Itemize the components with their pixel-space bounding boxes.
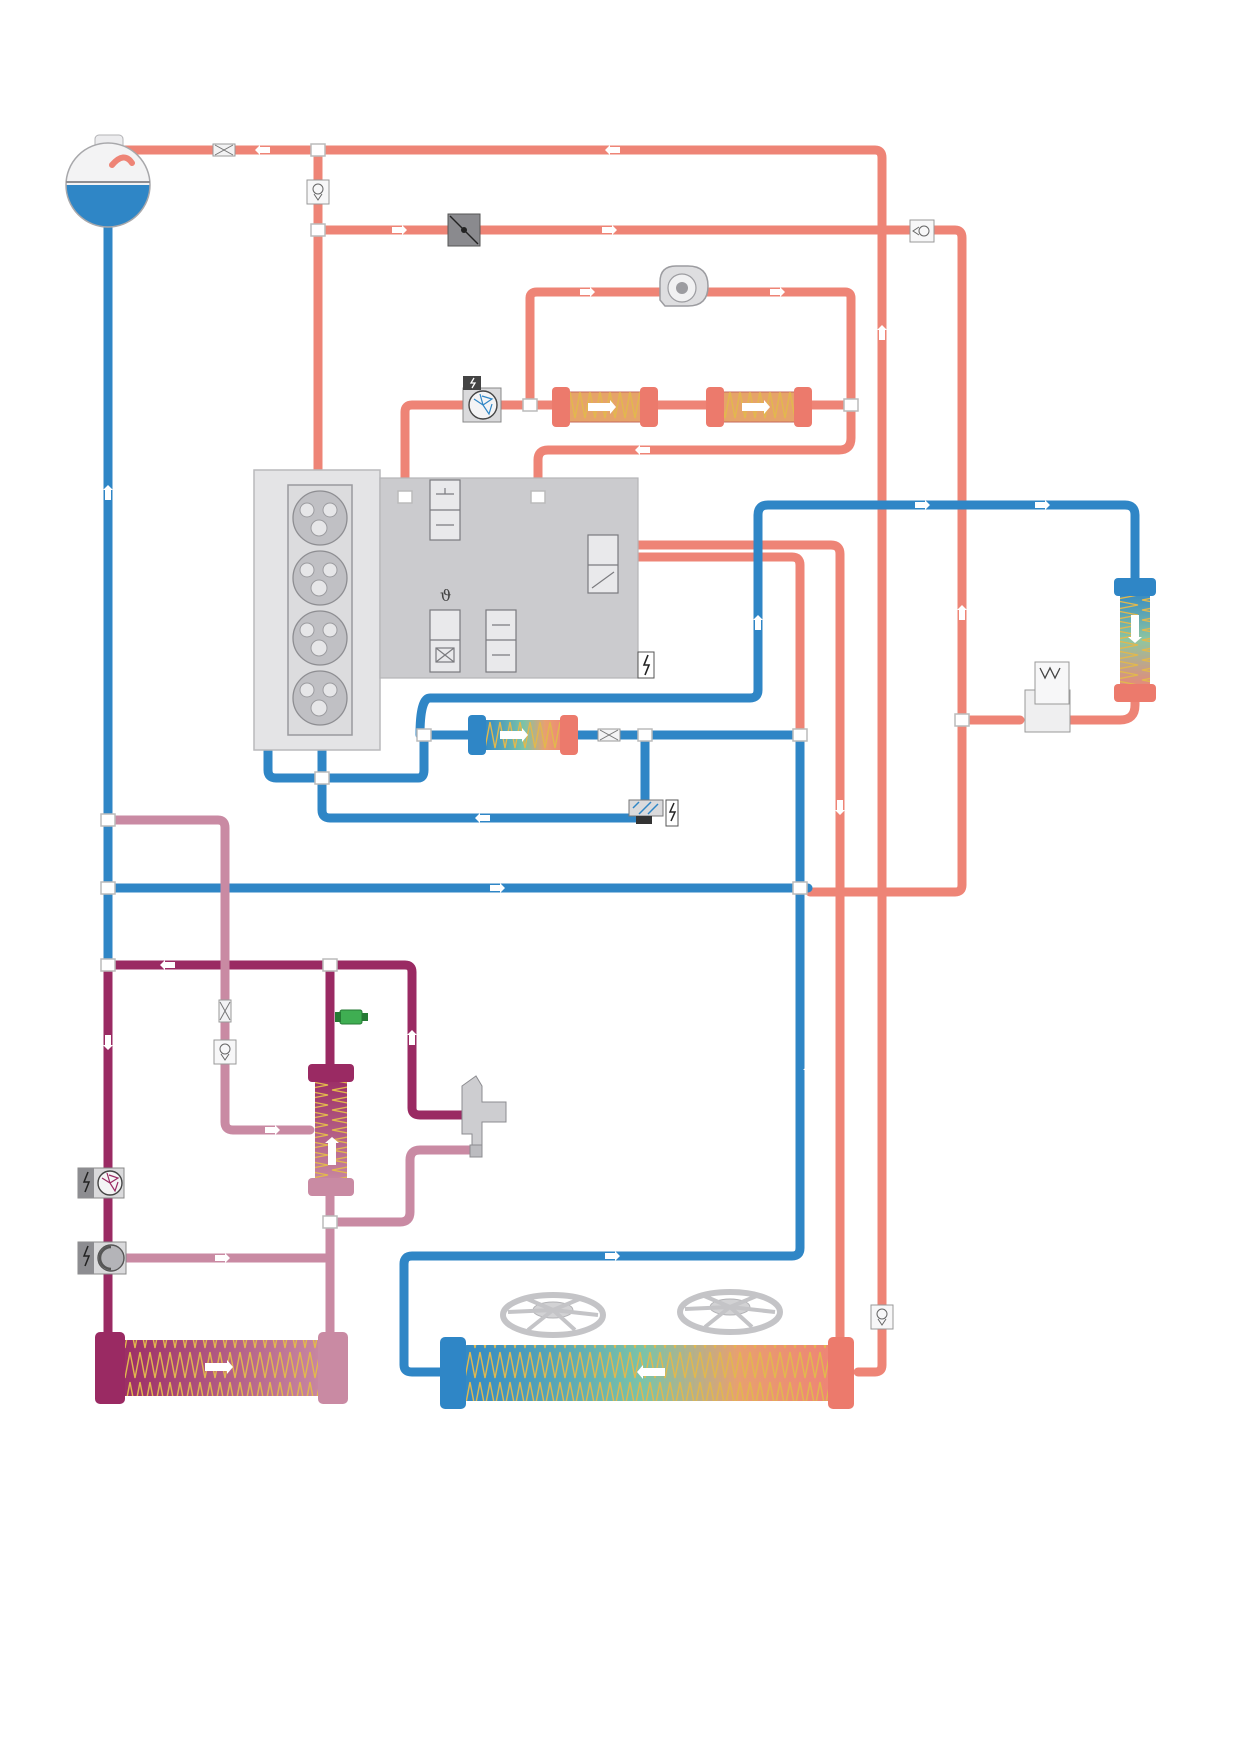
flow-arrow-icon [475,813,490,823]
flow-arrow-icon [490,883,505,893]
pipe-pink-top [103,815,315,1135]
flow-arrow-icon [753,615,763,630]
flow-arrow-icon [605,145,620,155]
flow-arrow-icon [635,445,650,455]
flow-arrow-icon [1035,500,1050,510]
heat-exchanger-icon [308,1064,354,1196]
cooling-fan-icon [677,1289,783,1335]
cooling-fan-icon [500,1292,606,1338]
heat-exchanger-icon [468,715,578,755]
electric-pump-icon [77,1167,125,1199]
pipe-heater-supply [415,500,1140,740]
pipe-engine-bottom-2 [317,745,645,823]
rotary-valve-icon [429,479,619,673]
flow-arrow-icon [407,1030,417,1045]
flow-arrow-icon [803,1065,813,1080]
flow-arrow-icon [392,225,407,235]
cold-coolant-pipes [103,195,1140,1377]
flow-arrow-icon [770,287,785,297]
radiator-icon [95,1332,348,1404]
hot-coolant-pipes [103,145,1140,1377]
heater-core-icon [1024,661,1071,733]
flow-arrow-icon [103,1035,113,1050]
thermostat-icon [461,1075,507,1158]
electric-pump-icon [462,376,502,423]
cylinder-4 [292,670,348,726]
check-valve-icon [870,1304,894,1330]
flow-arrow-icon [602,225,617,235]
heater-core-icon [1114,578,1156,702]
heat-exchanger-icon [552,387,658,427]
flow-arrow-icon [915,500,930,510]
pipe-lowtemp-supply [103,960,475,1120]
radiator-icon [440,1337,854,1409]
pipe-turbo-feed [400,400,535,505]
temperature-sensor-icon [335,1009,368,1025]
check-valve-icon [306,179,330,205]
flow-arrow-icon [605,1251,620,1261]
electric-symbol-icon [637,651,655,679]
restrictor-icon [218,999,232,1023]
flow-arrow-icon [255,145,270,155]
expansion-tank-icon [65,134,151,228]
cylinder-3 [292,610,348,666]
flow-arrow-icon [160,960,175,970]
engine-block-icon: ϑ [253,469,655,751]
pipe-to-radiator [615,540,845,1375]
auxiliary-heater-icon [628,799,679,827]
pipe-pink-return [325,1145,475,1227]
flow-arrow-icon [957,605,967,620]
restrictor-icon [597,728,621,742]
shutoff-valve-icon [447,213,481,247]
pipe-hx-out [399,730,805,1377]
check-valve-icon [213,1039,237,1065]
flow-arrow-icon [835,800,845,815]
flow-arrow-icon [103,485,113,500]
flow-arrows [103,145,1050,1263]
cylinder-1 [292,490,348,546]
pipe-junctions [100,143,970,1229]
electric-pump-icon [77,1241,127,1275]
pipe-to-radiator-2 [615,552,805,745]
flow-arrow-icon [215,1253,230,1263]
pipe-tank-return [103,145,887,1377]
restrictor-icon [212,143,236,157]
check-valve-icon [909,219,935,243]
pipe-heater-return [957,685,1140,725]
flow-arrow-icon [877,325,887,340]
pipe-valve-line [313,225,967,897]
thermostat-icon: ϑ [440,586,451,605]
pipe-engine-bottom [263,730,475,783]
turbocharger-icon [659,265,709,307]
flow-arrow-icon [265,1125,280,1135]
flow-arrow-icon [580,287,595,297]
cylinder-2 [292,550,348,606]
heat-exchanger-icon [706,387,812,427]
pipe-turbo-loop [525,287,856,505]
